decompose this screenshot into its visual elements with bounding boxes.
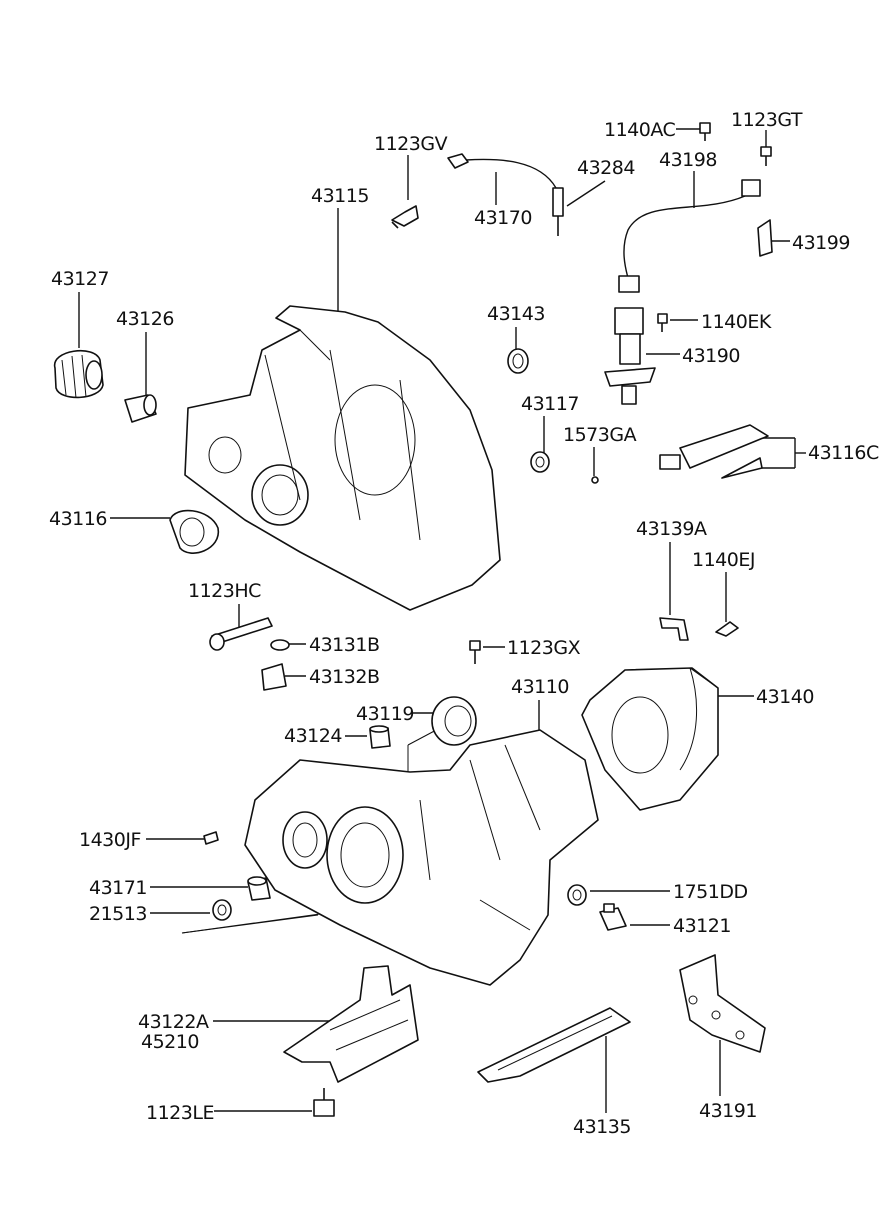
label-43117[interactable]: 43117	[521, 393, 579, 415]
label-43124[interactable]: 43124	[284, 725, 343, 747]
label-43110[interactable]: 43110	[511, 676, 569, 698]
wire-harness-43198[interactable]	[618, 179, 761, 293]
boot-43127[interactable]	[54, 350, 104, 399]
label-1140EK[interactable]: 1140EK	[701, 311, 772, 333]
label-1123GT[interactable]: 1123GT	[731, 109, 803, 131]
seal-1751DD[interactable]	[567, 884, 587, 906]
label-21513[interactable]: 21513	[89, 903, 147, 925]
label-43140[interactable]: 43140	[756, 686, 814, 708]
bolt-1140EK[interactable]	[657, 313, 668, 332]
oil-seal-43143[interactable]	[507, 348, 529, 374]
label-43122A[interactable]: 43122A	[138, 1011, 209, 1033]
label-43116[interactable]: 43116	[49, 508, 107, 530]
clutch-housing-43110[interactable]	[244, 729, 599, 986]
label-43119[interactable]: 43119	[356, 703, 414, 725]
label-43116C[interactable]: 43116C	[808, 442, 879, 464]
label-1123GV[interactable]: 1123GV	[374, 133, 448, 155]
label-43170[interactable]: 43170	[474, 207, 532, 229]
label-43171[interactable]: 43171	[89, 877, 147, 899]
label-43143[interactable]: 43143	[487, 303, 545, 325]
bolt-1140EJ[interactable]	[715, 621, 739, 637]
transaxle-case-43115[interactable]	[184, 305, 501, 611]
plug-43124[interactable]	[369, 725, 391, 749]
plug-43171[interactable]	[247, 876, 271, 901]
bolt-1123GX[interactable]	[469, 640, 481, 664]
seal-43126[interactable]	[124, 394, 157, 423]
bolt-1123HC[interactable]	[209, 617, 273, 651]
sealant-tube-43116C[interactable]	[659, 424, 769, 479]
oil-seal-43119[interactable]	[431, 696, 477, 746]
label-1140EJ[interactable]: 1140EJ	[692, 549, 755, 571]
pin-1430JF[interactable]	[203, 831, 219, 845]
label-1430JF[interactable]: 1430JF	[79, 829, 141, 851]
label-45210[interactable]: 45210	[141, 1031, 199, 1053]
label-43198[interactable]: 43198	[659, 149, 717, 171]
bolt-1123GV[interactable]	[391, 205, 419, 229]
seal-43117[interactable]	[530, 451, 550, 473]
label-1123HC[interactable]: 1123HC	[188, 580, 262, 602]
plug-1573GA[interactable]	[591, 476, 599, 484]
label-43132B[interactable]: 43132B	[309, 666, 380, 688]
washer-43131B[interactable]	[270, 639, 290, 651]
bracket-43122A[interactable]	[283, 965, 419, 1083]
cover-43135[interactable]	[477, 1007, 631, 1083]
bolt-1123GT[interactable]	[760, 146, 772, 166]
label-1123GX[interactable]: 1123GX	[507, 637, 581, 659]
label-43284[interactable]: 43284	[577, 157, 636, 179]
parts	[54, 122, 773, 1117]
label-43115[interactable]: 43115	[311, 185, 369, 207]
label-43190[interactable]: 43190	[682, 345, 740, 367]
label-43199[interactable]: 43199	[792, 232, 850, 254]
cover-43116[interactable]	[169, 509, 219, 554]
clip-43132B[interactable]	[261, 663, 287, 691]
sensor-43190[interactable]	[604, 307, 656, 405]
label-1140AC[interactable]: 1140AC	[604, 119, 676, 141]
part-labels: 1140AC 1123GT 1123GV 43284 43198 43170 4…	[49, 109, 879, 1138]
plug-43121[interactable]	[599, 903, 627, 931]
label-43127[interactable]: 43127	[51, 268, 109, 290]
label-43126[interactable]: 43126	[116, 308, 174, 330]
cover-43140[interactable]	[581, 667, 719, 811]
gasket-21513[interactable]	[212, 899, 232, 921]
bracket-43139A[interactable]	[659, 617, 689, 641]
label-43139A[interactable]: 43139A	[636, 518, 707, 540]
label-43191[interactable]: 43191	[699, 1100, 757, 1122]
bolt-1123LE[interactable]	[313, 1088, 335, 1117]
bracket-43191[interactable]	[679, 954, 766, 1053]
label-43121[interactable]: 43121	[673, 915, 731, 937]
label-43131B[interactable]: 43131B	[309, 634, 380, 656]
label-43135[interactable]: 43135	[573, 1116, 631, 1138]
label-1751DD[interactable]: 1751DD	[673, 881, 748, 903]
speed-sensor-43170[interactable]	[447, 153, 564, 236]
label-1123LE[interactable]: 1123LE	[146, 1102, 214, 1124]
bolt-1140AC[interactable]	[699, 122, 711, 141]
clip-43199[interactable]	[757, 219, 773, 257]
label-1573GA[interactable]: 1573GA	[563, 424, 637, 446]
